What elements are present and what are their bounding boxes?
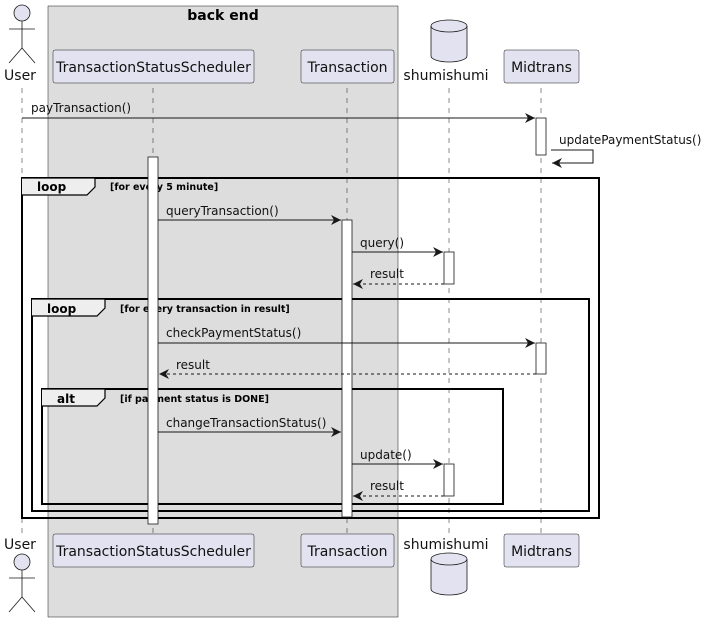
activation-midtrans [535,342,547,375]
participant-label-db: shumishumi [403,68,488,84]
participant-midtrans-top: Midtrans [503,49,580,84]
frame-alt: alt [if payment status is DONE] [41,388,504,505]
message-label-result: result [370,267,404,281]
participant-scheduler-bottom: TransactionStatusScheduler [52,533,255,568]
frame-keyword: loop [37,180,67,194]
message-label-update-payment-status: updatePaymentStatus() [559,133,701,147]
participant-label-user: User [4,68,36,84]
participant-db-top: shumishumi [403,19,489,84]
activation-scheduler [147,156,159,525]
participant-label-scheduler: TransactionStatusScheduler [55,60,251,76]
message-arrow-self [551,149,594,168]
participant-label-midtrans: Midtrans [511,60,572,76]
message-label-pay-transaction: payTransaction() [31,101,131,115]
activation-db [443,463,455,497]
participant-label-transaction: Transaction [306,60,387,76]
participant-transaction-bottom: Transaction [300,533,395,568]
message-label-update: update() [360,448,412,462]
activation-transaction [341,219,353,518]
activation-midtrans [535,117,547,156]
participant-label-scheduler: TransactionStatusScheduler [55,544,251,560]
participant-user-bottom: User [4,537,36,613]
participant-label-midtrans: Midtrans [511,544,572,560]
message-label-query: query() [360,236,404,250]
activation-db [443,251,455,285]
database-icon [430,26,468,63]
frame-keyword: loop [47,302,77,316]
frame-loop-outer: loop [for every 5 minute] [21,177,600,519]
participant-label-transaction: Transaction [306,544,387,560]
frame-condition: [for every transaction in result] [120,304,290,315]
actor-icon [13,553,31,571]
back-end-title: back end [187,8,258,24]
frame-condition: [for every 5 minute] [110,182,218,193]
participant-user-top: User [4,4,36,84]
activation-bars [147,117,547,525]
participant-db-bottom: shumishumi [403,537,489,596]
message-label-result: result [370,479,404,493]
message-label-result: result [176,358,210,372]
participant-label-db: shumishumi [403,537,488,553]
participant-scheduler-top: TransactionStatusScheduler [52,49,255,84]
frame-keyword: alt [57,392,75,406]
message-label-change-transaction-status: changeTransactionStatus() [166,416,326,430]
participant-transaction-top: Transaction [300,49,395,84]
frame-condition: [if payment status is DONE] [120,394,269,405]
participant-label-user: User [4,537,36,553]
messages [22,113,594,501]
database-icon [430,559,468,596]
message-label-query-transaction: queryTransaction() [166,204,279,218]
participant-midtrans-bottom: Midtrans [503,533,580,568]
back-end-box: back end [47,5,399,618]
message-label-check-payment-status: checkPaymentStatus() [166,326,301,340]
frame-loop-inner: loop [for every transaction in result] [31,298,590,512]
message-labels: payTransaction() updatePaymentStatus() q… [31,101,701,493]
actor-icon [13,4,31,22]
